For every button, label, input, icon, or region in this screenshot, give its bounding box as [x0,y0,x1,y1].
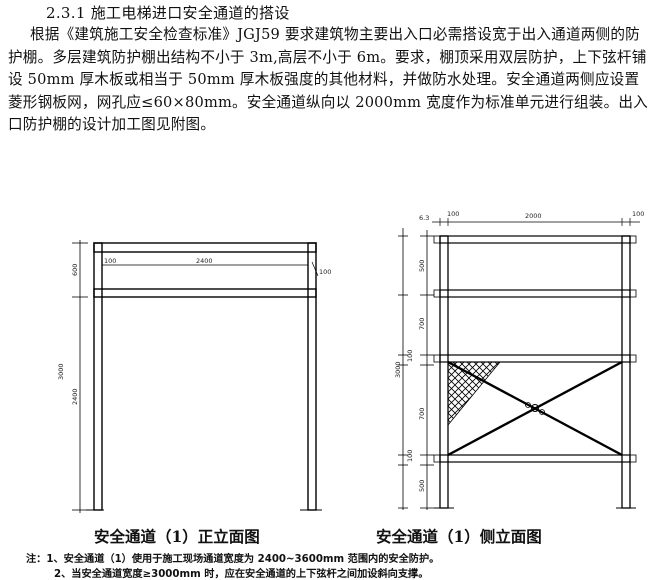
section-heading: 2.3.1 施工电梯进口安全通道的搭设 [46,4,290,22]
front-dim-clear: 2400 [71,388,79,405]
side-dim-seg5: 100 [406,450,414,462]
side-dim-top-left: 100 [447,210,459,218]
front-elevation-drawing [72,240,322,513]
side-dim-seg1: 500 [418,260,426,272]
side-dim-seg3: 100 [406,350,414,362]
side-dim-left-small: 6.3 [419,214,429,222]
side-dim-span: 2000 [525,212,542,220]
side-dim-seg2: 700 [418,318,426,330]
front-dim-total: 3000 [57,363,65,380]
front-dim-upper: 600 [71,264,79,276]
front-view-caption: 安全通道（1）正立面图 [94,527,260,546]
side-dim-seg4: 700 [418,408,426,420]
side-view-caption: 安全通道（1）侧立面图 [376,527,542,546]
front-dim-span: 2400 [196,257,213,265]
front-dim-side: 100 [319,268,331,276]
side-dim-seg6: 500 [418,480,426,492]
note-1: 注：1、安全通道（1）使用于施工现场通道宽度为 2400~3600mm 范围内的… [26,554,440,565]
note-2: 2、当安全通道宽度≥3000mm 时，应在安全通道的上下弦杆之间加设斜向支撑。 [54,569,429,580]
steel-mesh-panel [447,361,501,427]
side-dim-top-right: 100 [632,210,644,218]
side-dim-total: 3000 [394,361,402,378]
body-paragraph: 根据《建筑施工安全检查标准》JGJ59 要求建筑物主要出入口必需搭设宽于出入通道… [8,26,648,134]
front-dim-top-bar: 100 [104,257,116,265]
side-elevation-drawing [398,218,640,510]
